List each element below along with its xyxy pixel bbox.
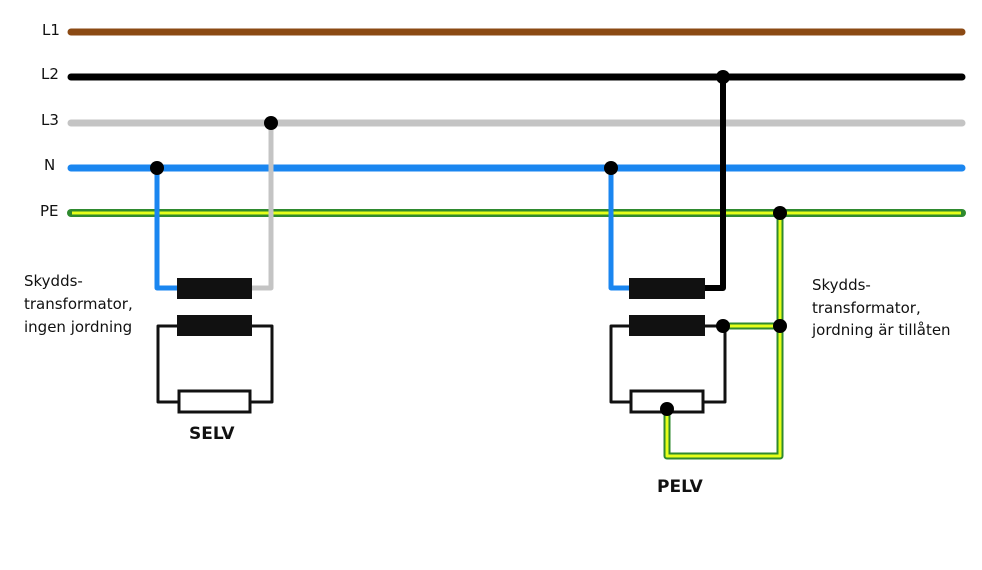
selv-load (177, 389, 252, 414)
bus-label-l1: L1 (42, 21, 60, 39)
selv-secondary-loop (156, 324, 179, 404)
selv-primary-winding (177, 278, 252, 299)
pelv-primary-winding (629, 278, 705, 299)
selv-junction-l3 (264, 116, 278, 130)
pelv-note-line2: transformator, (812, 299, 921, 317)
pelv-l2-wire (704, 77, 726, 291)
selv-n-wire (154, 168, 178, 291)
pelv-junction-load (660, 402, 674, 416)
pelv-junction-pe (773, 206, 787, 220)
selv-junction-n (150, 161, 164, 175)
pelv-note-line1: Skydds- (812, 276, 871, 294)
selv-note-line1: Skydds- (24, 272, 83, 290)
pelv-secondary-winding (629, 315, 705, 336)
selv-l3-wire (251, 123, 274, 291)
pelv-junction-l2 (716, 70, 730, 84)
bus-label-l2: L2 (41, 65, 59, 83)
pelv-note-line3: jordning är tillåten (811, 321, 951, 339)
selv-title: SELV (189, 424, 235, 444)
bus-label-n: N (44, 156, 55, 174)
selv-note-line2: transformator, (24, 295, 133, 313)
pelv-n-wire (608, 168, 630, 291)
pelv-secondary-loop-left (609, 324, 631, 404)
pelv-pe-conductor (663, 213, 784, 460)
selv-circuit (150, 116, 278, 414)
pelv-junction-n (604, 161, 618, 175)
pelv-junction-pe-secondary (773, 319, 787, 333)
selv-note-line3: ingen jordning (24, 318, 132, 336)
selv-secondary-winding (177, 315, 252, 336)
pelv-junction-secondary (716, 319, 730, 333)
selv-secondary-loop-right (250, 324, 274, 404)
pelv-circuit (604, 70, 787, 460)
bus-label-pe: PE (40, 202, 59, 220)
pelv-title: PELV (657, 477, 704, 497)
pelv-secondary-loop-right (703, 324, 727, 404)
bus-label-l3: L3 (41, 111, 59, 129)
